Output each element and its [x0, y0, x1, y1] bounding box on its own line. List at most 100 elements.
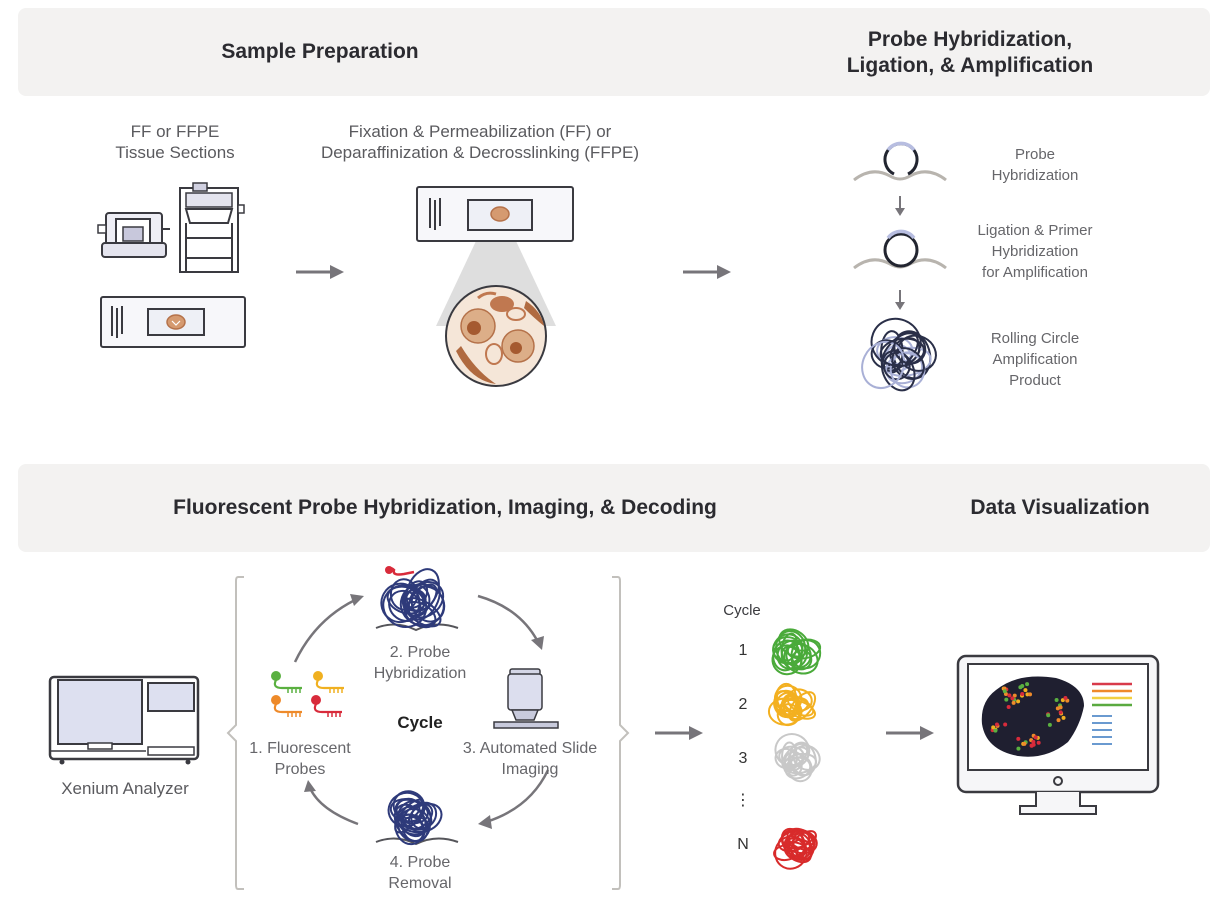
arrow-down-icon — [895, 196, 905, 216]
transcript-dot — [1028, 692, 1033, 697]
tissue-blob — [981, 676, 1084, 757]
fixation-label: Fixation & Permeabilization (FF) or Depa… — [280, 121, 680, 163]
fluorescent-decoding-title: Fluorescent Probe Hybridization, Imaging… — [173, 496, 717, 519]
label-line: 4. Probe — [389, 854, 451, 871]
cycle-step-2-label: 2. Probe Hybridization — [345, 642, 495, 684]
probe-red — [311, 695, 342, 717]
transcript-dot — [1023, 688, 1028, 693]
microscope-objective-icon — [493, 668, 559, 729]
red-probe-head — [385, 566, 393, 574]
label-line: 2. Probe — [389, 644, 451, 661]
arrowhead-icon — [350, 594, 364, 606]
padlock-probe-icon — [853, 141, 947, 182]
cycle-step-4-label: 4. Probe Removal — [345, 852, 495, 894]
transcript-dot — [1025, 682, 1030, 687]
scribble-loop — [792, 744, 821, 771]
cycle-arrow-3-to-4 — [485, 769, 550, 824]
transcript-dot — [1016, 699, 1021, 704]
scribble-loop — [392, 790, 426, 823]
target-strand — [375, 623, 459, 632]
transcript-dot — [993, 728, 998, 733]
arrowhead-icon — [304, 780, 316, 792]
probe-yellow — [313, 671, 344, 693]
transcript-dot — [1016, 736, 1021, 741]
transcript-dot — [1010, 696, 1015, 701]
cycle-row-label: 2 — [738, 696, 748, 713]
transcript-dot — [1002, 689, 1007, 694]
header-band-bottom — [18, 464, 1210, 552]
xenium-analyzer-label: Xenium Analyzer — [61, 779, 189, 798]
cycle-row-label: 3 — [738, 750, 748, 767]
ligated-circle-icon — [853, 229, 947, 270]
scribble-loop — [386, 585, 426, 615]
cycle-signal-icon — [771, 628, 822, 676]
scribble-loop — [896, 334, 937, 372]
fixation-label-line2: Deparaffinization & Decrosslinking (FFPE… — [320, 143, 640, 162]
scribble-loop — [410, 801, 438, 830]
scribble-loop — [776, 639, 808, 670]
label-line: Rolling Circle — [990, 330, 1080, 347]
scribble-loop — [774, 835, 808, 870]
ligation-step-label: Ligation & Primer Hybridization for Ampl… — [955, 220, 1115, 283]
cycle-arrows — [293, 594, 550, 829]
arrow-right-icon — [683, 265, 731, 279]
header-band-top — [18, 8, 1210, 96]
label-line: Ligation & Primer — [977, 222, 1093, 239]
transcript-dot — [1006, 704, 1011, 709]
scribble-loop — [780, 693, 800, 719]
transcript-dot — [1061, 715, 1066, 720]
scribble-loop — [893, 332, 927, 365]
label-line: Product — [1009, 372, 1061, 389]
arrow-right-icon — [296, 265, 344, 279]
label-line: Hybridization — [373, 665, 467, 682]
scribble-loop — [788, 753, 813, 777]
tissue-sections-label: FF or FFPE Tissue Sections — [80, 121, 270, 163]
rca-probe-removed-icon — [375, 790, 459, 846]
scribble-loop — [382, 584, 428, 628]
transcript-dot — [1036, 740, 1041, 745]
sample-preparation-title: Sample Preparation — [221, 40, 419, 63]
probe-hybridization-title: Probe Hybridization, Ligation, & Amplifi… — [790, 27, 1150, 79]
probe-hybridization-title-line2: Ligation, & Amplification — [846, 54, 1094, 77]
rca-hybridized-icon — [375, 566, 459, 632]
slide-icon — [100, 296, 246, 348]
cycle-arrow-4-to-1 — [308, 787, 359, 826]
transcript-dot — [1003, 722, 1008, 727]
transcript-dot — [1046, 713, 1051, 718]
rca-product-icon — [861, 317, 937, 392]
transcript-dot — [1029, 743, 1034, 748]
scribble-loop — [780, 827, 806, 857]
transcript-dot — [1012, 693, 1017, 698]
scribble-loop — [399, 583, 445, 627]
transcript-dot — [1022, 741, 1027, 746]
transcript-dot — [1047, 722, 1052, 727]
transcript-dot — [1033, 735, 1038, 740]
tissue-sections-label-line2: Tissue Sections — [115, 143, 235, 162]
cycle-row-label: 1 — [738, 642, 748, 659]
scribble-loop — [790, 838, 812, 860]
scribble-loop — [773, 684, 803, 713]
scribble-loop — [786, 827, 816, 851]
transcript-dot — [1011, 700, 1016, 705]
fluorescent-probes-icon — [271, 671, 344, 717]
label-line: 3. Automated Slide — [462, 740, 598, 757]
transcript-dot — [1058, 710, 1063, 715]
transcript-dot — [994, 722, 999, 727]
transcript-dot — [1004, 697, 1009, 702]
transcript-dot — [1058, 705, 1063, 710]
label-line: for Amplification — [982, 264, 1088, 281]
transcript-dot — [1020, 692, 1025, 697]
cryostat-icon — [97, 212, 170, 258]
cycle-step-1-label: 1. Fluorescent Probes — [235, 738, 365, 780]
probe-hybridization-step-label: Probe Hybridization — [960, 144, 1110, 186]
probe-orange — [271, 695, 302, 717]
label-line: 1. Fluorescent — [249, 740, 351, 757]
cycle-center-label: Cycle — [397, 713, 443, 732]
arrow-down-icon — [895, 290, 905, 310]
transcript-dot — [1054, 697, 1059, 702]
label-line: Hybridization — [991, 243, 1079, 260]
scribble-loop — [771, 644, 803, 676]
fixation-label-line1: Fixation & Permeabilization (FF) or — [348, 122, 612, 141]
cycle-row-label: ⋮ — [735, 792, 751, 809]
cycle-row-label: N — [737, 836, 749, 853]
